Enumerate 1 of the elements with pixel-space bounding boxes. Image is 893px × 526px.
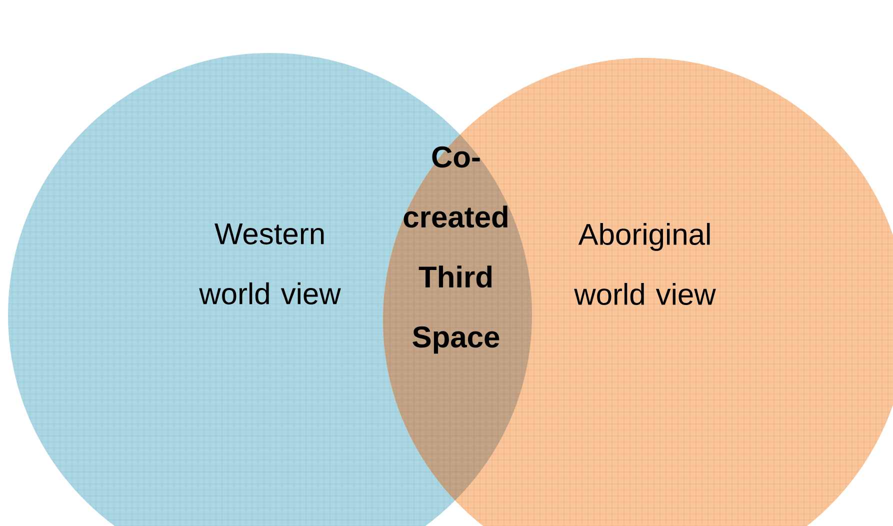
overlap-region: Co-created Third Space <box>404 146 508 354</box>
